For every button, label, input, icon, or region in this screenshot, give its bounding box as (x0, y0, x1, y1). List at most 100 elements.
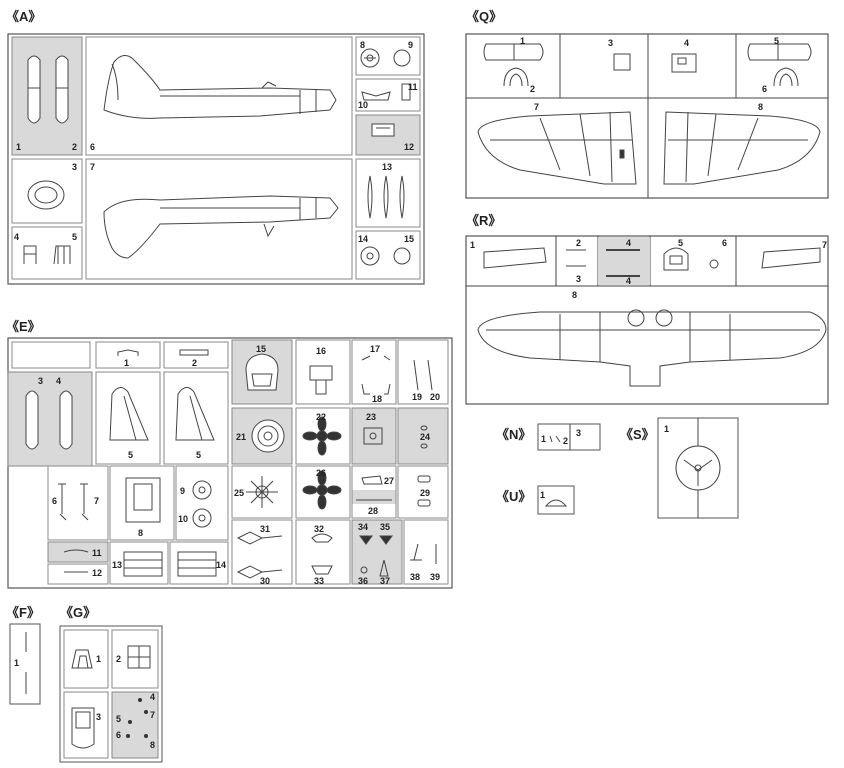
part-number-r7: 7 (822, 240, 827, 250)
sprue-label-g: 《G》 (60, 605, 97, 620)
sprue-a: 1 2 3 4 5 6 7 8 9 10 11 12 13 14 15 (7, 33, 425, 285)
part-number-a2: 2 (72, 142, 77, 152)
part-q3 (613, 53, 631, 71)
part-propeller-blades-a13 (367, 175, 405, 219)
part-number-s1: 1 (664, 424, 669, 434)
sprue-label-n: 《N》 (496, 427, 532, 442)
part-number-g3: 3 (96, 712, 101, 722)
part-e29 (417, 475, 431, 507)
part-number-e33: 33 (314, 576, 324, 586)
part-number-q1: 1 (520, 36, 525, 46)
part-number-e28: 28 (368, 506, 378, 516)
part-number-e36: 36 (358, 576, 368, 586)
part-number-e32: 32 (314, 524, 324, 534)
part-number-a15: 15 (404, 234, 414, 244)
part-number-e1: 1 (124, 358, 129, 368)
part-wheel-a8 (360, 48, 380, 68)
part-q5 (747, 43, 812, 61)
part-struts-a4-a5 (23, 245, 71, 265)
part-r4 (606, 249, 640, 277)
part-number-e35: 35 (380, 522, 390, 532)
part-number-g5: 5 (116, 714, 121, 724)
part-q2 (503, 67, 529, 87)
part-number-e2: 2 (192, 358, 197, 368)
part-seat-e15 (245, 353, 279, 391)
part-drop-tank-a2 (55, 55, 69, 124)
part-number-a12: 12 (404, 142, 414, 152)
part-wheel-e10 (192, 508, 212, 528)
part-number-e29: 29 (420, 488, 430, 498)
part-e8 (125, 477, 161, 523)
part-number-r3: 3 (576, 274, 581, 284)
part-number-e23: 23 (366, 412, 376, 422)
part-a10-a11 (361, 83, 411, 101)
sprue-g: 1 2 3 4 5 6 7 8 (59, 625, 163, 763)
part-e11 (63, 549, 89, 553)
part-e23 (363, 427, 383, 445)
part-g3 (71, 707, 95, 749)
part-number-e21: 21 (236, 432, 246, 442)
part-e14 (177, 551, 217, 577)
part-number-a3: 3 (72, 162, 77, 172)
part-e24 (420, 425, 428, 449)
part-number-r8: 8 (572, 290, 577, 300)
part-number-e16: 16 (316, 346, 326, 356)
part-number-q5: 5 (774, 36, 779, 46)
part-g2 (127, 645, 151, 669)
part-number-g7: 7 (150, 710, 155, 720)
part-number-q3: 3 (608, 38, 613, 48)
part-wheel-a15 (393, 247, 411, 265)
part-g4-g8 (126, 698, 148, 738)
part-number-e30: 30 (260, 576, 270, 586)
part-s1-canopy (675, 445, 721, 491)
part-number-e3: 3 (38, 376, 43, 386)
part-q1 (483, 43, 544, 61)
part-r5 (663, 247, 689, 271)
part-e13 (123, 551, 163, 577)
part-number-e8: 8 (138, 528, 143, 538)
part-number-e11: 11 (92, 548, 102, 558)
part-number-e18: 18 (372, 394, 382, 404)
sprue-r: 1 2 3 4 4 5 6 7 8 (465, 235, 829, 405)
part-wheel-a14 (360, 246, 380, 266)
sprue-label-u: 《U》 (496, 489, 532, 504)
part-number-e34: 34 (358, 522, 368, 532)
part-number-q2: 2 (530, 84, 535, 94)
part-e30-e31 (236, 531, 283, 579)
sprue-f: 1 (9, 623, 41, 705)
part-fuselage-a6 (103, 55, 337, 119)
part-e17-e18 (361, 355, 391, 395)
part-number-e14: 14 (216, 560, 226, 570)
part-fin-e5-left (109, 387, 149, 441)
sprue-label-f: 《F》 (6, 605, 40, 620)
part-lower-wing-r8 (477, 309, 827, 387)
part-wing-q7 (477, 111, 637, 185)
part-number-r4-bottom: 4 (626, 276, 631, 286)
part-r2-r3 (566, 249, 586, 267)
part-e34-e37 (359, 535, 393, 577)
sprue-e: 1 2 3 4 5 5 6 7 8 9 10 11 12 13 14 15 16… (7, 337, 453, 589)
part-fin-e5-right (175, 387, 215, 441)
part-number-e26: 26 (316, 468, 326, 478)
sprue-s: 1 (657, 417, 739, 519)
part-number-e37: 37 (380, 576, 390, 586)
part-number-n1: 1 (541, 434, 546, 444)
part-number-u1: 1 (540, 490, 545, 500)
part-number-a10: 10 (358, 100, 368, 110)
part-number-e38: 38 (410, 572, 420, 582)
part-number-a9: 9 (408, 40, 413, 50)
part-number-e5-b: 5 (196, 450, 201, 460)
part-number-a8: 8 (360, 40, 365, 50)
part-landing-gear-e6 (58, 483, 67, 521)
part-number-e39: 39 (430, 572, 440, 582)
part-number-q8: 8 (758, 102, 763, 112)
part-number-a11: 11 (408, 82, 418, 92)
part-number-e6: 6 (52, 496, 57, 506)
sprue-label-q: 《Q》 (466, 9, 503, 24)
part-number-n2: 2 (563, 436, 568, 446)
sprue-label-e: 《E》 (6, 319, 41, 334)
part-drop-tank-e3 (25, 390, 39, 450)
part-e38-e39 (410, 543, 437, 564)
part-number-e7: 7 (94, 496, 99, 506)
part-cylinders-e26 (302, 470, 342, 510)
